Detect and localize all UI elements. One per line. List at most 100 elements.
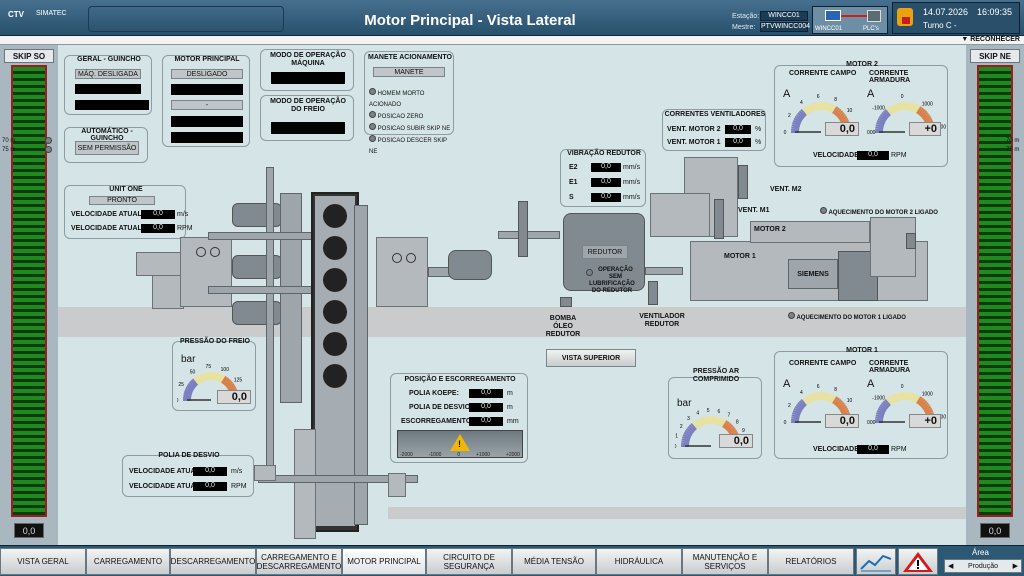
alarm-strip[interactable]: ▼ RECONHECER: [0, 36, 1024, 45]
gauge-tick: [807, 104, 813, 113]
trend-chart-icon[interactable]: [856, 548, 896, 575]
unit-status-button[interactable]: PRONTO: [89, 196, 155, 205]
motor-1-label: MOTOR 1: [724, 253, 756, 260]
gauge-tick: [196, 374, 203, 383]
gauge-tick: [793, 407, 802, 414]
unit-vel-unit: m/s: [177, 211, 189, 218]
gauge-tick: [791, 128, 800, 132]
gauge-tick: [885, 397, 893, 406]
alarm-warning-icon[interactable]: [898, 548, 938, 575]
nav-media-tensao[interactable]: MÉDIA TENSÃO: [512, 548, 596, 575]
gauge-tick-label: 125: [234, 377, 243, 383]
gauge-tick-label: -1000: [872, 106, 885, 112]
gauge-tick: [724, 422, 732, 431]
mestre-label: Mestre:: [732, 24, 756, 31]
gauge-tick: [833, 397, 840, 406]
gauge-tick: [697, 418, 703, 427]
gauge-tick: [800, 108, 808, 117]
gauge-tick: [921, 402, 929, 409]
vista-superior-button[interactable]: VISTA SUPERIOR: [546, 349, 636, 367]
skip-so-position-ladder: [11, 65, 47, 517]
estacao-value: WINCC01: [760, 11, 808, 21]
nav-vista-geral[interactable]: VISTA GERAL: [0, 548, 86, 575]
desvio-rpm-unit: RPM: [231, 483, 247, 490]
shaft-upper: [498, 231, 560, 239]
reconhecer-button[interactable]: ▼ RECONHECER: [961, 36, 1020, 43]
gauge-tick: [714, 416, 718, 425]
gauge-tick-label: 0: [784, 130, 787, 136]
pos-desvio-unit: m: [507, 404, 513, 411]
shaft-motor: [645, 267, 683, 275]
gauge-tick: [809, 393, 815, 402]
nav-motor-principal[interactable]: MOTOR PRINCIPAL: [342, 548, 426, 575]
gauge-tick: [715, 416, 720, 426]
manete-item: POSICAO SUBIR SKIP NE: [369, 123, 453, 135]
manete-panel: MANETE ACIONAMENTO MANETE HOMEM MORTO AC…: [364, 51, 454, 155]
nav-descarregamento[interactable]: DESCARREGAMENTO: [170, 548, 256, 575]
motor-field-2: [171, 116, 243, 127]
nav-hidraulica[interactable]: HIDRÁULICA: [596, 548, 682, 575]
ventilador-label: VENTILADOR REDUTOR: [639, 313, 685, 328]
gauge-tick: [791, 416, 800, 420]
nav-carregamento[interactable]: CARREGAMENTO: [86, 548, 170, 575]
gauge-tick: [922, 403, 931, 411]
gauge-tick: [876, 119, 885, 125]
gauge-tick-label: 6: [717, 409, 720, 415]
gauge-tick: [812, 102, 817, 112]
motor-status-button[interactable]: DESLIGADO: [171, 69, 243, 79]
maq-status-button[interactable]: MÁQ. DESLIGADA: [75, 69, 141, 79]
gauge-tick-label: -2000: [867, 420, 876, 426]
redutor-button[interactable]: REDUTOR: [582, 245, 628, 259]
nav-manutencao[interactable]: MANUTENÇÃO E SERVIÇOS: [682, 548, 768, 575]
skip-ne-button[interactable]: SKIP NE: [970, 49, 1020, 63]
nav-carregamento-descarregamento[interactable]: CARREGAMENTO E DESCARREGAMENTO: [256, 548, 342, 575]
gauge-tick-label: 8: [736, 419, 739, 425]
gauge-tick: [840, 409, 850, 415]
gauge-tick: [688, 424, 696, 432]
area-next-icon[interactable]: ▶: [1012, 563, 1018, 570]
gauge-tick: [814, 102, 818, 111]
unit-rpm-label: VELOCIDADE ATUAL: [71, 225, 142, 232]
gauge-tick: [834, 108, 842, 117]
gauge-tick: [194, 375, 201, 384]
ar-title: PRESSÃO AR COMPRIMIDO: [692, 368, 740, 383]
gauge-tick-label: 25: [178, 382, 184, 388]
gauge-tick: [900, 392, 904, 401]
gauge-tick: [824, 392, 828, 401]
main-canvas: GERAL - GUINCHO MÁQ. DESLIGADA AUTOMÁTIC…: [58, 45, 966, 545]
nav-relatorios[interactable]: RELATÓRIOS: [768, 548, 854, 575]
nav-circuito-seguranca[interactable]: CIRCUITO DE SEGURANÇA: [426, 548, 512, 575]
ar-unit: bar: [677, 398, 692, 409]
gauge-tick: [215, 372, 220, 381]
motor-block-left: [136, 252, 186, 276]
gauge-tick: [879, 113, 888, 121]
gauge-tick: [702, 416, 707, 426]
coupling-1: [232, 203, 282, 227]
gauge-tick: [876, 122, 885, 127]
pos-koepe-value: 0,0: [469, 389, 503, 398]
plc-icon: [867, 10, 881, 22]
lubrificacao-status: OPERAÇÃO SEM LUBRIFICAÇÃO DO REDUTOR: [586, 267, 638, 295]
motor-1-panel: MOTOR 1 CORRENTE CAMPO CORRENTE ARMADURA…: [774, 347, 948, 459]
aquecimento-1-status: AQUECIMENTO DO MOTOR 1 LIGADO: [788, 312, 906, 321]
gauge-tick: [909, 392, 914, 402]
motor-principal-panel: MOTOR PRINCIPAL DESLIGADO -: [162, 55, 250, 147]
modo-maquina-panel: MODO DE OPERAÇÃO MÁQUINA: [260, 49, 354, 91]
network-status[interactable]: WINCC01 PLC's: [812, 6, 888, 34]
area-label: Área: [972, 548, 989, 557]
gauge-tick-label: 75: [206, 364, 212, 370]
gauge-tick: [699, 417, 705, 426]
left-skip-column: SKIP SO 70 m 75 m 0,0: [0, 45, 58, 545]
area-prev-icon[interactable]: ◀: [948, 563, 954, 570]
gauge-tick-label: 100: [221, 367, 230, 373]
status-field-2: [75, 100, 149, 110]
manete-item: POSICAO ZERO: [369, 111, 453, 123]
skip-so-button[interactable]: SKIP SO: [4, 49, 54, 63]
user-icon[interactable]: [897, 8, 913, 26]
gauge-tick: [791, 126, 800, 130]
motor2-vel-value: 0,0: [857, 151, 889, 160]
area-selector[interactable]: ◀ Produção ▶: [944, 559, 1022, 573]
motor-status-button-2[interactable]: -: [171, 100, 243, 110]
manete-button[interactable]: MANETE: [373, 67, 445, 77]
sem-permissao-button[interactable]: SEM PERMISSÃO: [75, 141, 139, 155]
